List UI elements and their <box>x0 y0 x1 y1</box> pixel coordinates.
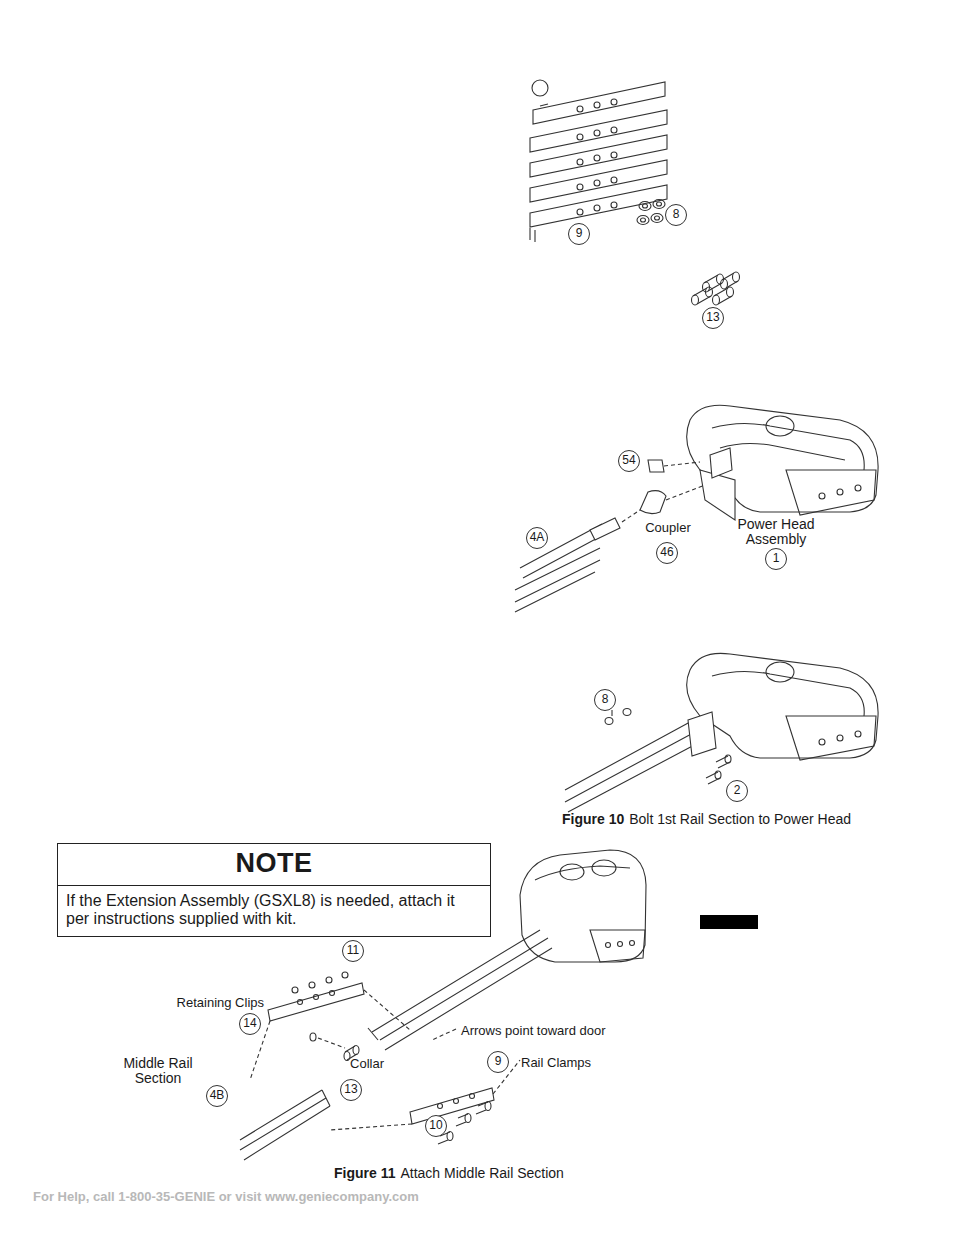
callout-number: 10 <box>429 1119 442 1132</box>
collars <box>692 272 740 305</box>
text-label: Rail Clamps <box>521 1056 591 1070</box>
figure-caption: Middle Rail Section <box>110 1056 206 1087</box>
callout-number: 1 <box>773 552 780 565</box>
rail-clamp-plate <box>310 1033 494 1144</box>
power-head <box>565 653 878 812</box>
middle-rail <box>240 1090 330 1160</box>
rail-clamps <box>530 80 667 242</box>
nuts <box>637 200 665 225</box>
figure-caption: Figure 10 <box>562 812 624 827</box>
note-heading: NOTE <box>58 844 490 886</box>
callout-number: 11 <box>347 944 359 957</box>
power-head <box>687 405 878 520</box>
callout-number: 9 <box>495 1055 502 1068</box>
callout-number: 14 <box>243 1017 256 1030</box>
callout-circles <box>207 205 787 1137</box>
figure-caption: Figure 11 <box>334 1166 395 1181</box>
callout-number: 46 <box>660 546 673 559</box>
figure-caption: Bolt 1st Rail Section to Power Head <box>629 812 851 827</box>
figure-caption: Power Head Assembly <box>720 517 832 548</box>
text-label: Coupler <box>645 521 691 535</box>
callout-number: 13 <box>344 1083 357 1096</box>
text-label: Collar <box>350 1057 384 1071</box>
leader-lines <box>622 462 705 522</box>
figure-caption: Attach Middle Rail Section <box>400 1166 563 1181</box>
text-label: Arrows point toward door <box>461 1024 606 1038</box>
callout-number: 2 <box>734 784 741 797</box>
callout-number: 4A <box>530 531 545 544</box>
callout-number: 9 <box>576 227 583 240</box>
callout-number: 4B <box>210 1089 225 1102</box>
rail-and-screw <box>515 460 666 612</box>
callout-number: 54 <box>622 454 635 467</box>
callout-number: 8 <box>673 208 680 221</box>
bolts-and-nuts <box>605 709 731 785</box>
footer-text: For Help, call 1-800-35-GENIE or visit w… <box>33 1190 419 1204</box>
leader-lines <box>250 990 520 1130</box>
power-head <box>520 850 646 962</box>
text-label: Retaining Clips <box>177 996 264 1010</box>
note-box: NOTEIf the Extension Assembly (GSXL8) is… <box>57 843 491 937</box>
retaining-clip-plate <box>268 972 364 1021</box>
callout-number: 13 <box>706 311 719 324</box>
note-text: If the Extension Assembly (GSXL8) is nee… <box>58 886 490 936</box>
callout-number: 8 <box>602 693 609 706</box>
black-bar <box>700 915 758 929</box>
